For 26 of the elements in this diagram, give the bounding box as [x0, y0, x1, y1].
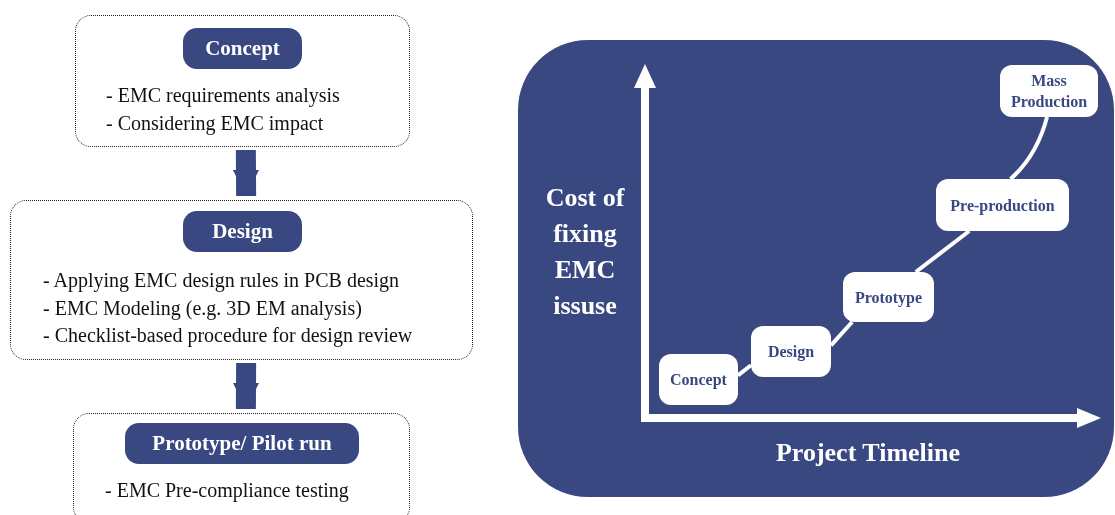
bullet-text: - EMC Pre-compliance testing [105, 478, 349, 504]
stage-heading: Concept [183, 28, 302, 69]
phase-box: Pre-production [936, 179, 1069, 231]
bullet-text: - Checklist-based procedure for design review [43, 323, 413, 349]
bullet-text: - EMC requirements analysis [106, 83, 340, 109]
stage-heading: Design [183, 211, 302, 252]
bullet-text: - Considering EMC impact [106, 110, 325, 137]
stage-box [75, 15, 410, 147]
cost-curve [914, 229, 971, 274]
phase-box: Design [751, 326, 831, 377]
chart-panel [518, 40, 1114, 497]
stage-box [73, 413, 410, 515]
phase-box: Mass Production [1000, 65, 1098, 117]
y-axis-label: Cost of fixing EMC issuse [544, 182, 626, 322]
cost-curve [736, 363, 753, 377]
x-axis-label: Project Timeline [774, 437, 962, 469]
stage-box [10, 200, 473, 360]
bullet-text: - Applying EMC design rules in PCB design [43, 268, 401, 294]
phase-box: Concept [659, 354, 738, 405]
phase-box: Prototype [843, 272, 934, 322]
flow-arrow [232, 149, 259, 197]
stage-heading: Prototype/ Pilot run [125, 423, 359, 464]
cost-curve [1009, 116, 1049, 181]
flow-arrow [233, 362, 259, 410]
bullet-text: - EMC Modeling (e.g. 3D EM analysis) [43, 295, 363, 322]
cost-curve [829, 320, 854, 347]
